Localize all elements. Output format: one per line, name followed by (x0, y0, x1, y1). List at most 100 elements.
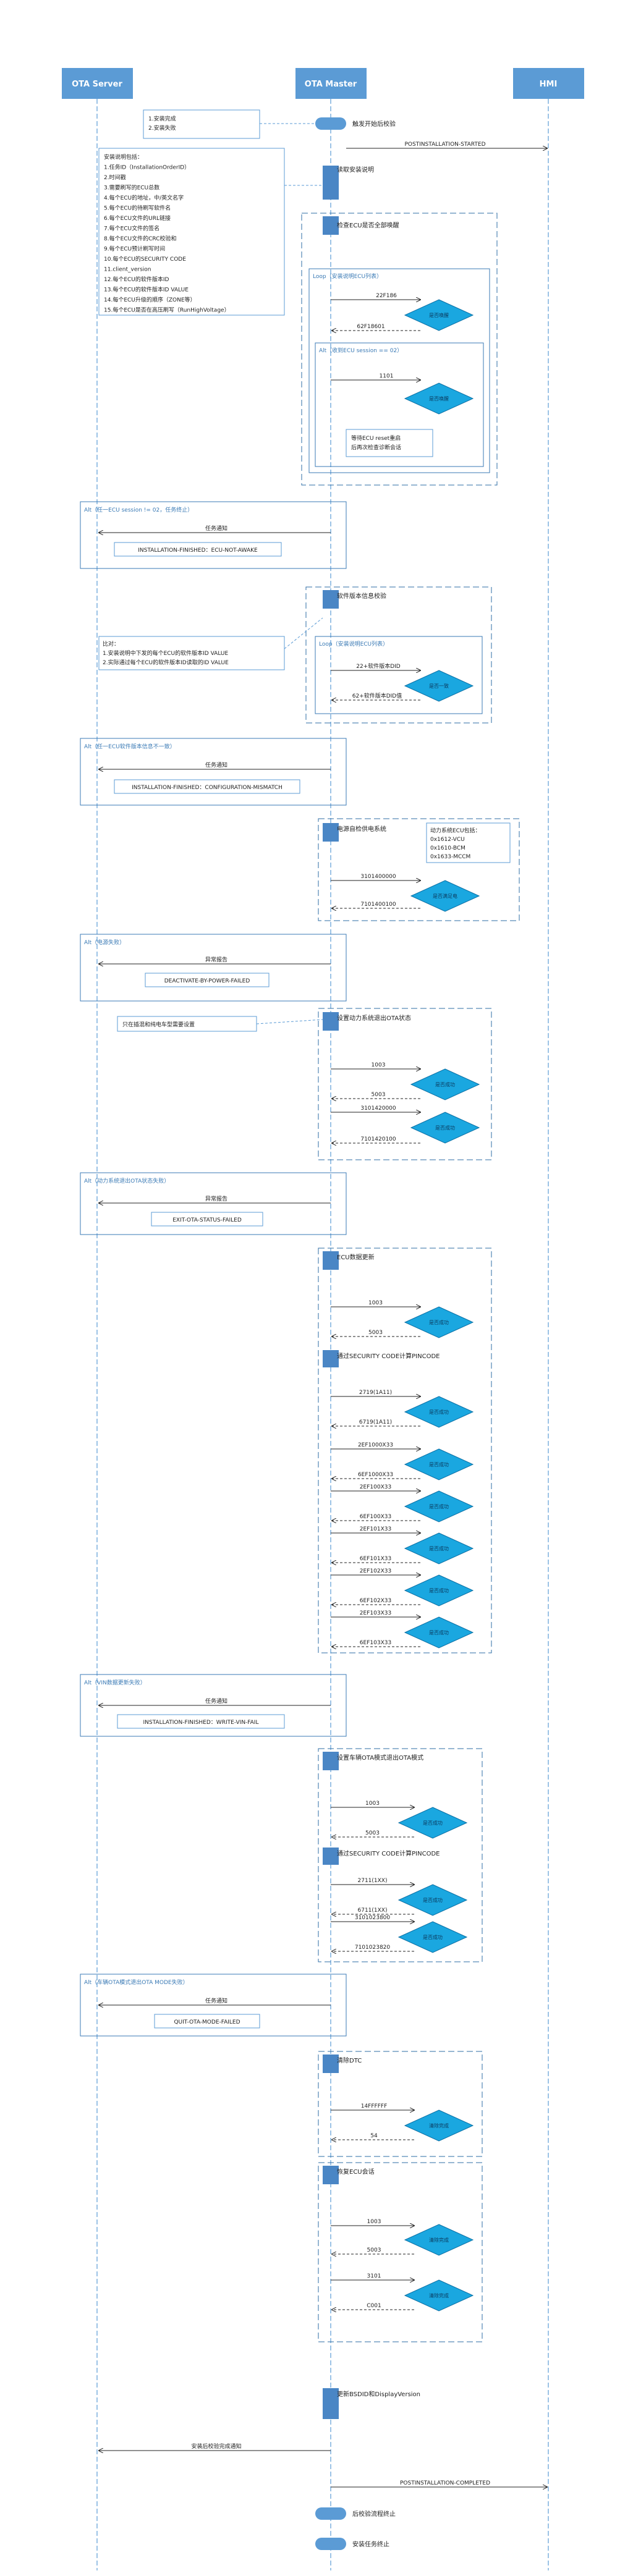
decision-label: 是否唤醒 (429, 312, 449, 318)
note-line: 8.每个ECU文件的CRC校验和 (104, 235, 177, 242)
decision-diamond (404, 2279, 474, 2312)
note-line: 0x1610-BCM (430, 845, 465, 851)
decision-label: 是否成功 (423, 1820, 443, 1826)
note-line: 10.每个ECU的SECURITY CODE (104, 255, 186, 263)
note-line: 9.每个ECU预计刷写时间 (104, 245, 165, 253)
message-label: 7101420100 (360, 1136, 396, 1142)
end-state-label: 后校验流程终止 (352, 2510, 396, 2518)
activation-bar (323, 1752, 339, 1770)
decision-label: 是否成功 (429, 1629, 449, 1636)
message-label: 14FFFFFF (361, 2103, 388, 2109)
activation-bar (323, 2054, 339, 2073)
decision-diamond (404, 2109, 474, 2142)
note-line: 2.安装失败 (148, 124, 176, 132)
message-label: 5003 (372, 1092, 386, 1098)
decision-label: 是否满足电 (433, 893, 457, 899)
step-label: 检查ECU是否全部唤醒 (337, 221, 399, 229)
power-check-frame (318, 818, 520, 921)
message-label: 1003 (368, 1300, 383, 1306)
decision-diamond (404, 1490, 474, 1522)
result-label: INSTALLATION-FINISHED：WRITE-VIN-FAIL (143, 1720, 259, 1726)
message-label: C001 (367, 2303, 381, 2309)
message-label: 任务通知 (205, 1997, 227, 2004)
message-label: 1101 (380, 373, 394, 379)
note-line: 等待ECU reset重启 (351, 434, 401, 442)
decision-diamond (404, 1306, 474, 1338)
frame-title: Alt（VIN数据更新失败） (84, 1679, 146, 1686)
note-line: 5.每个ECU的待刷写软件名 (104, 205, 171, 212)
alt-frame (80, 738, 347, 806)
sw-check-frame (305, 586, 492, 724)
note-line: 0x1633-MCCM (430, 854, 470, 860)
message-label: 2EF100X33 (360, 1484, 391, 1490)
wake-check-frame (301, 213, 498, 486)
message-label: 2711(1XX) (358, 1878, 388, 1884)
alt-frame (80, 1974, 347, 2037)
decision-diamond (404, 299, 474, 331)
alt-frame (80, 934, 347, 1002)
step-label: 电源自检供电系统 (337, 825, 386, 833)
message-label: 6EF101X33 (360, 1556, 391, 1562)
result-label: INSTALLATION-FINISHED：ECU-NOT-AWAKE (138, 547, 258, 554)
message-label: POSTINSTALLATION-STARTED (404, 141, 485, 148)
frame-title: Alt（电源失败） (84, 939, 125, 946)
message-label: 62F18601 (357, 324, 384, 330)
frame-title: Alt（收到ECU session == 02） (319, 347, 402, 354)
message-label: 1003 (365, 1801, 380, 1807)
note-line: 动力系统ECU包括： (430, 827, 481, 834)
step-label: 清除DTC (337, 2056, 362, 2064)
decision-label: 是否成功 (429, 1587, 449, 1594)
message-label: 2EF1000X33 (358, 1442, 393, 1448)
step-label: 软件版本信息校验 (337, 592, 386, 600)
frame-title: Alt（任一ECU软件版本信息不一致） (84, 743, 176, 750)
activation-bar (323, 1350, 339, 1367)
message-label: 3101420000 (360, 1105, 396, 1112)
decision-label: 是否成功 (429, 1319, 449, 1325)
step-label: ECU数据更新 (337, 1253, 375, 1261)
clear-dtc-frame (318, 2051, 483, 2157)
decision-label: 清除完成 (429, 2122, 449, 2129)
message-label: 54 (370, 2133, 378, 2139)
note-line: 安装说明包括： (104, 153, 143, 161)
participant-header-hmi: HMI (513, 68, 584, 99)
decision-label: 是否成功 (429, 1409, 449, 1415)
result-label: INSTALLATION-FINISHED：CONFIGURATION-MISM… (132, 785, 283, 791)
message-label: 6EF103X33 (360, 1640, 391, 1646)
frame-title: Loop（安装说明ECU列表） (319, 640, 388, 648)
end-state (315, 2538, 346, 2550)
note-line: 6.每个ECU文件的URL链接 (104, 214, 171, 222)
decision-diamond (410, 880, 480, 912)
power-note: 动力系统ECU包括： 0x1612-VCU 0x1610-BCM 0x1633-… (426, 822, 511, 863)
message-label: 任务通知 (205, 525, 227, 532)
step-label: 更新BSDID和DisplayVersion (337, 2390, 420, 2398)
result-label: EXIT-OTA-STATUS-FAILED (172, 1217, 242, 1223)
frame-title: Alt（车辆OTA模式退出OTA MODE失败） (84, 1978, 189, 1986)
decision-diamond (404, 2224, 474, 2256)
decision-diamond (404, 1574, 474, 1607)
reset-note: 等待ECU reset重启 后再次检查诊断会话 (346, 429, 433, 457)
note-line: 11.client_version (104, 267, 151, 273)
result-label: QUIT-OTA-MODE-FAILED (174, 2019, 240, 2025)
activation-bar (323, 1012, 339, 1031)
decision-label: 清除完成 (429, 2237, 449, 2243)
note-line: 后再次检查诊断会话 (351, 444, 401, 451)
message-label: 6711(1XX) (358, 1907, 388, 1914)
message-label: 2719(1A11) (359, 1390, 392, 1396)
step-label: 恢复ECU会话 (337, 2168, 375, 2176)
note-line: 15.每个ECU是否在高压刷写（RunHighVoltage） (104, 306, 230, 314)
message-label: 5003 (368, 1330, 383, 1336)
activation-bar (323, 590, 339, 609)
message-label: 7101400100 (360, 902, 396, 908)
start-state-label: 触发开始后校验 (352, 120, 396, 128)
end-state (315, 2507, 346, 2520)
participant-header-master: OTA Master (295, 68, 367, 99)
message-label: 任务通知 (205, 761, 227, 769)
message-label: 安装后校验完成通知 (191, 2443, 241, 2450)
note-line: 1.安装说明中下发的每个ECU的软件版本ID VALUE (103, 649, 228, 657)
note-line: 1.安装完成 (148, 115, 176, 122)
participant-header-server: OTA Server (62, 68, 133, 99)
message-label: 6EF102X33 (360, 1598, 391, 1604)
power-state-frame (318, 1008, 492, 1160)
note-line: 7.每个ECU文件的签名 (104, 225, 159, 232)
